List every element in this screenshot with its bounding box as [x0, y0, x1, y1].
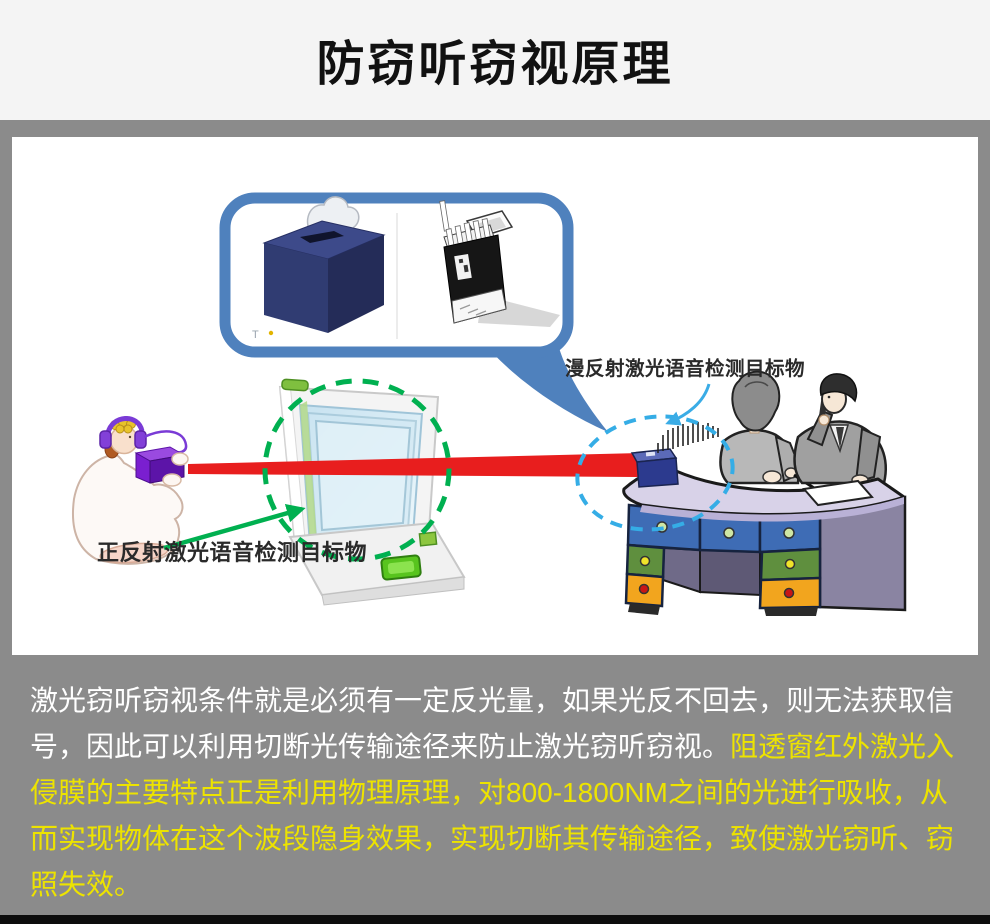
cigarette-pack [439, 200, 560, 327]
meeting-desk [622, 468, 907, 616]
eavesdropper-with-headphones [72, 416, 189, 565]
headphone-cup-left [99, 430, 112, 449]
specular-label-arrow [163, 504, 306, 551]
green-dashed-circle [262, 378, 452, 562]
tissue-box: T [252, 196, 386, 341]
laser-target-box [630, 448, 679, 488]
laser-beam [188, 453, 640, 477]
explanation-paragraph: 激光窃听窃视条件就是必须有一定反光量，如果光反不回去，则无法获取信号，因此可以利… [30, 678, 960, 908]
double-glazed-window [278, 378, 466, 606]
bottom-black-bar [0, 915, 990, 924]
paper-sheet [802, 479, 874, 507]
content-panel: T [0, 120, 990, 924]
man-hair [819, 373, 858, 403]
drawer-knobs [638, 521, 796, 599]
diagram-canvas: T [12, 137, 978, 655]
principle-diagram: T [72, 192, 907, 616]
blue-dashed-circle [575, 414, 735, 532]
watermark-dot [268, 330, 274, 336]
explanation-yellow-text: 阻透窗红外激光入侵膜的主要特点正是利用物理原理，对800-1800NM之间的光进… [30, 731, 955, 900]
spy-body [72, 453, 184, 565]
watermark-t: T [252, 329, 259, 341]
explanation-white-text: 激光窃听窃视条件就是必须有一定反光量，如果光反不回去，则无法获取信号，因此可以利… [30, 685, 955, 762]
page-title: 防窃听窃视原理 [316, 38, 674, 91]
woman-hair [731, 370, 781, 432]
label-specular-reflection: 正反射激光语音检测目标物 [97, 540, 367, 565]
speech-bubble-tail [478, 337, 608, 432]
diffuse-label-arrow [665, 383, 711, 426]
speech-bubble: T [219, 192, 608, 432]
headphone-band [105, 416, 145, 434]
label-diffuse-reflection: 漫反射激光语音检测目标物 [565, 357, 805, 380]
headphone-cup-right [134, 430, 147, 449]
businessman [793, 373, 887, 486]
